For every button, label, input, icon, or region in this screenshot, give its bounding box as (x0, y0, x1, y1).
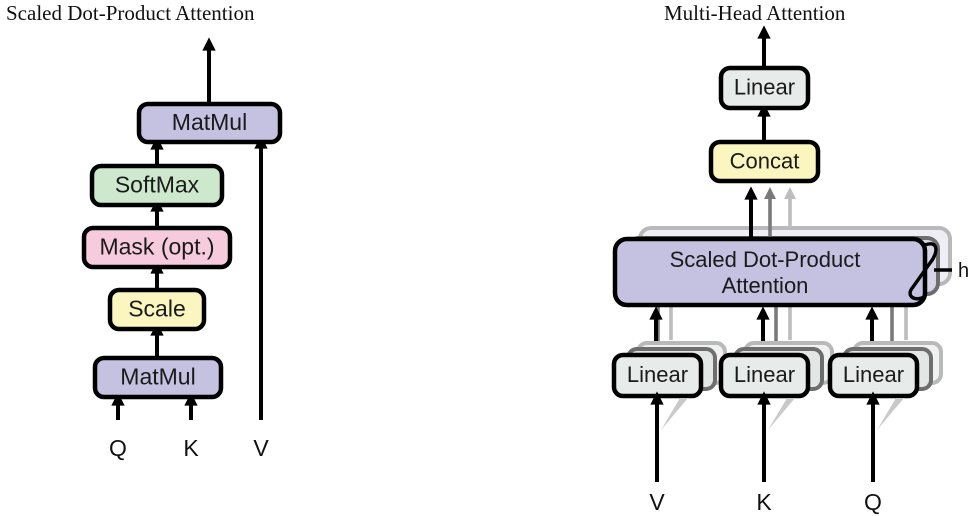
node-softmax-label: SoftMax (115, 172, 200, 198)
node-mask-label: Mask (opt.) (99, 234, 214, 260)
fanin-shadow-v (661, 398, 688, 430)
node-scale-label: Scale (128, 296, 186, 322)
node-sdpa-label-line1: Scaled Dot-Product (670, 247, 861, 272)
node-concat-label: Concat (730, 148, 800, 173)
input-label-k-right: K (756, 489, 772, 515)
node-linear-v-label: Linear (627, 362, 688, 387)
node-linear-out-label: Linear (734, 74, 795, 99)
node-matmul-top-label: MatMul (172, 109, 247, 135)
node-matmul-top[interactable] (136, 101, 283, 145)
node-matmul-bottom-label: MatMul (120, 364, 195, 390)
linear-fanin-shadows (661, 398, 904, 430)
node-linear-q-label: Linear (843, 362, 904, 387)
right-panel-group: Scaled Dot-Product Attention h Concat Li… (611, 25, 969, 515)
left-panel-title: Scaled Dot-Product Attention (6, 1, 255, 25)
fanin-shadow-q (877, 398, 904, 430)
input-label-q-right: Q (864, 489, 882, 515)
node-scale[interactable] (107, 287, 207, 332)
node-mask[interactable] (81, 225, 233, 270)
input-label-k-left: K (183, 435, 199, 461)
heads-count-label: h (958, 260, 969, 282)
input-label-v-right: V (649, 489, 665, 515)
node-linear-k-label: Linear (734, 362, 795, 387)
right-panel-title: Multi-Head Attention (664, 1, 846, 25)
node-matmul-bottom[interactable] (92, 355, 224, 400)
left-panel-group: MatMul SoftMax Mask (opt.) Scale MatMul … (81, 37, 283, 461)
input-label-v-left: V (253, 435, 269, 461)
fanin-shadow-k (768, 398, 795, 430)
heads-brace-icon (908, 242, 938, 301)
node-sdpa-label-line2: Attention (722, 273, 809, 298)
input-label-q-left: Q (109, 435, 127, 461)
node-softmax[interactable] (89, 163, 225, 208)
